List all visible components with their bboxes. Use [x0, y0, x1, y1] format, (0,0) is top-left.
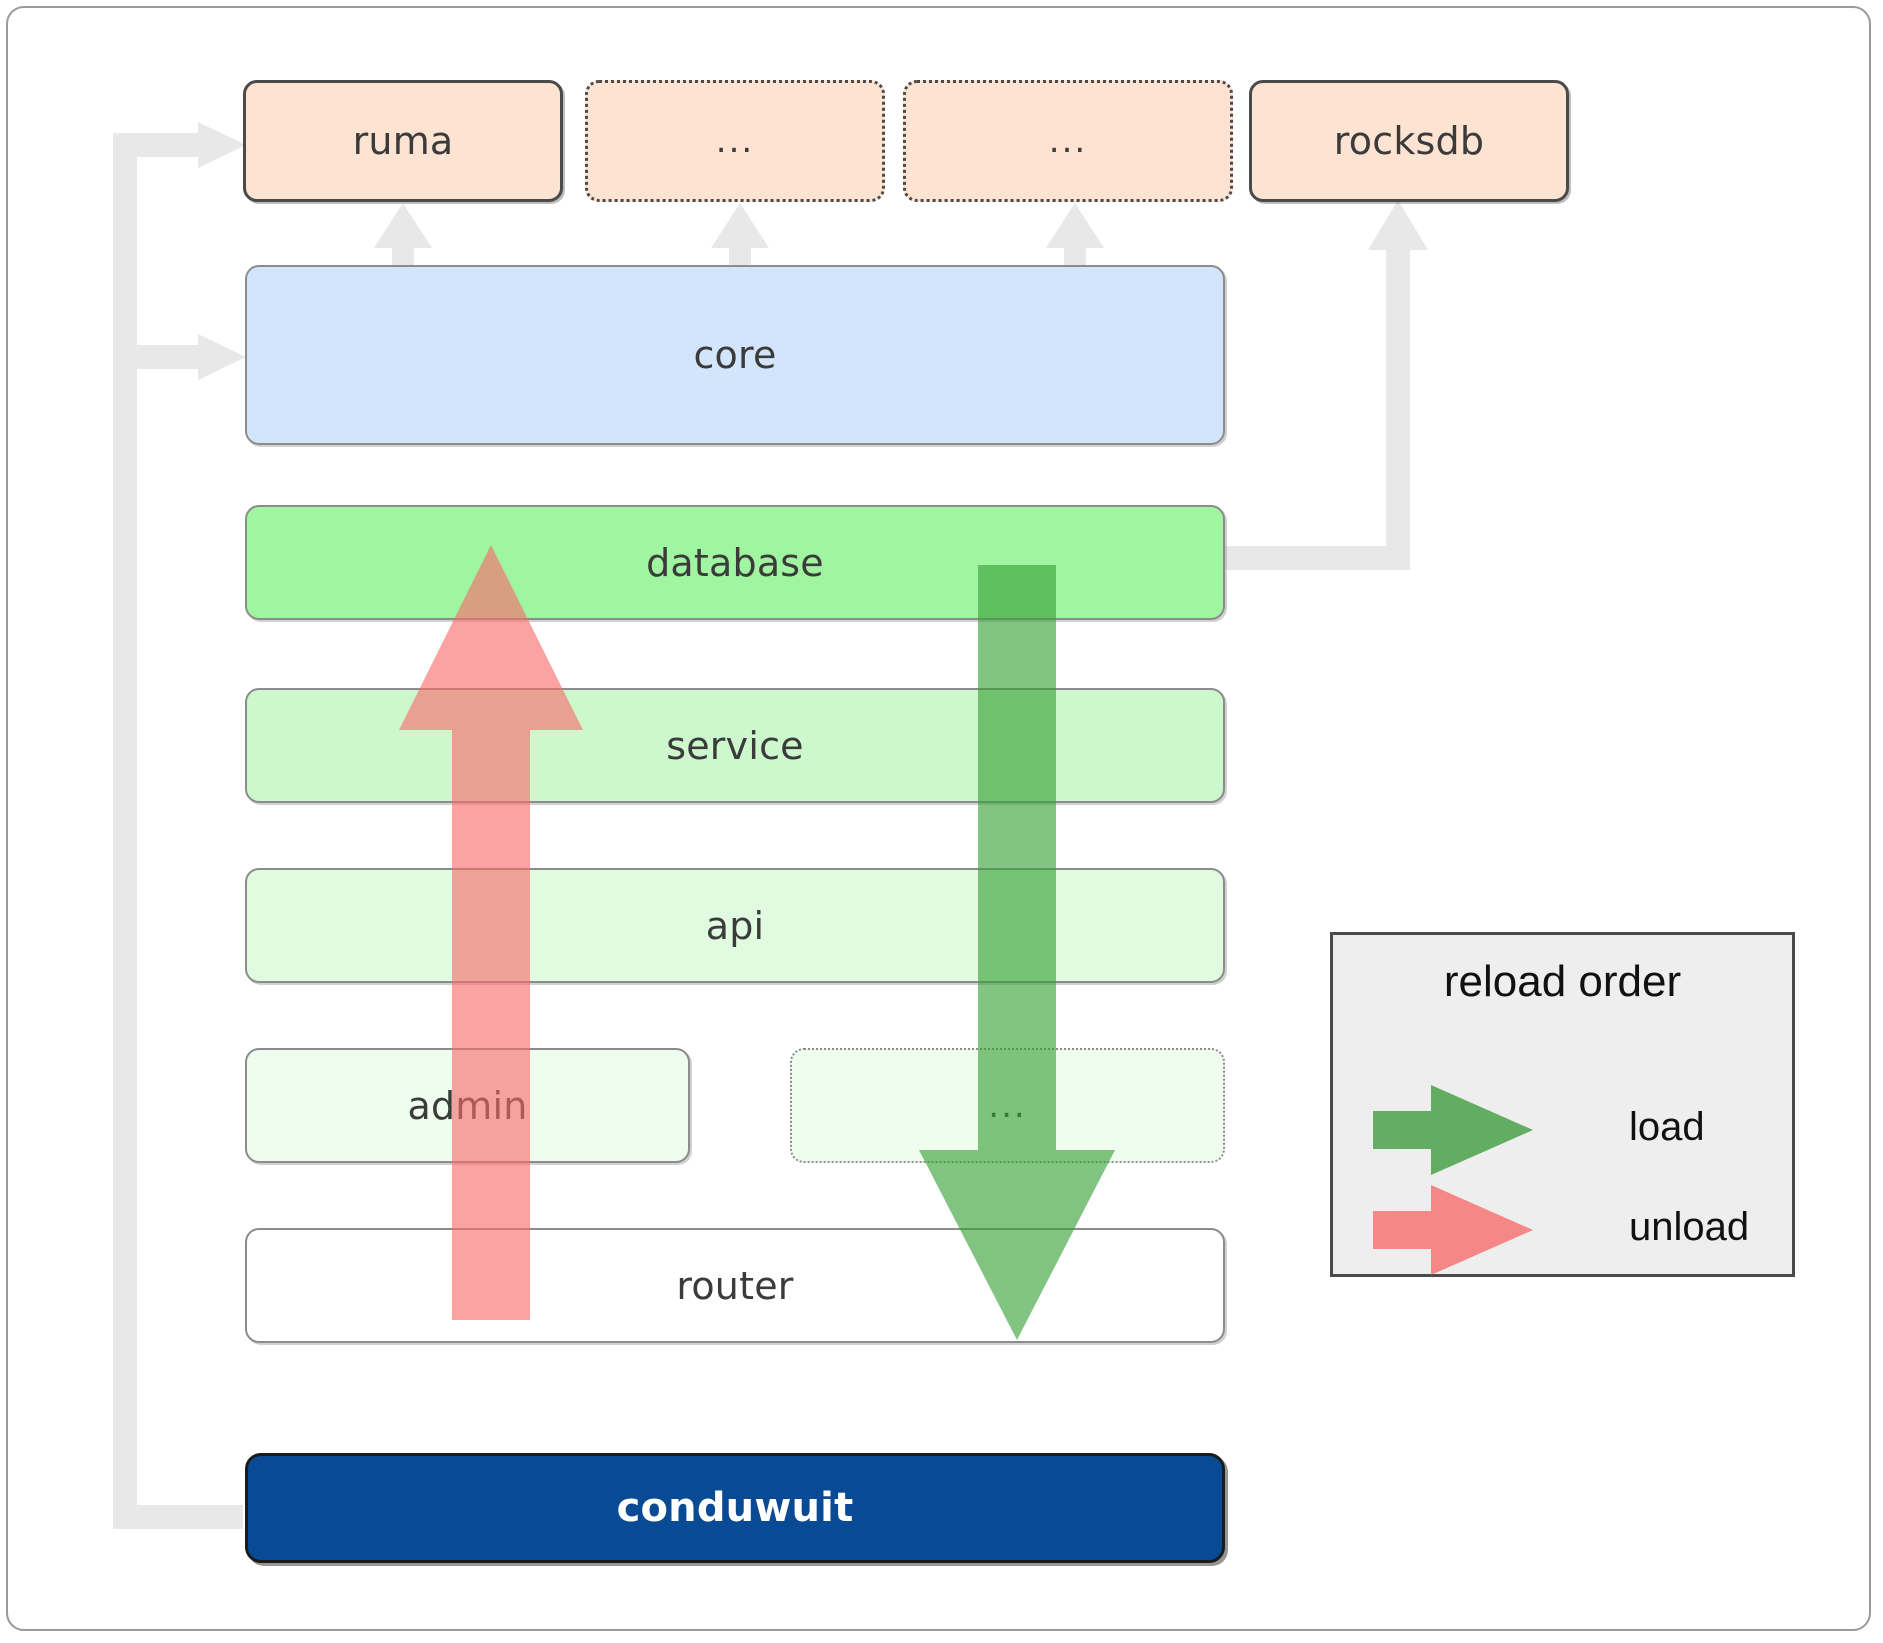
- node-conduwuit[interactable]: conduwuit: [245, 1453, 1225, 1563]
- node-dep-ellipsis-2[interactable]: ...: [903, 80, 1233, 202]
- node-rocksdb-label: rocksdb: [1333, 119, 1485, 163]
- legend-title: reload order: [1443, 957, 1682, 1006]
- node-layer-ellipsis-label: ...: [988, 1085, 1027, 1126]
- legend-label-unload: unload: [1629, 1205, 1750, 1249]
- node-core[interactable]: core: [245, 265, 1225, 445]
- node-service[interactable]: service: [245, 688, 1225, 803]
- node-admin-label: admin: [407, 1083, 528, 1128]
- node-ruma-label: ruma: [352, 119, 454, 163]
- legend-box: reload order load unload: [1330, 932, 1795, 1277]
- legend-load-arrow-icon: [1373, 1085, 1533, 1175]
- node-dep-ellipsis-2-label: ...: [1048, 121, 1088, 161]
- node-core-label: core: [693, 333, 777, 377]
- node-admin[interactable]: admin: [245, 1048, 690, 1163]
- node-database[interactable]: database: [245, 505, 1225, 620]
- legend-label-load: load: [1629, 1105, 1705, 1149]
- node-layer-ellipsis[interactable]: ...: [790, 1048, 1225, 1163]
- legend-unload-arrow-icon: [1373, 1185, 1533, 1275]
- node-service-label: service: [666, 723, 804, 768]
- node-conduwuit-label: conduwuit: [616, 1485, 854, 1531]
- node-router[interactable]: router: [245, 1228, 1225, 1343]
- diagram-frame: [6, 6, 1871, 1631]
- node-ruma[interactable]: ruma: [243, 80, 563, 202]
- node-database-label: database: [646, 540, 824, 585]
- node-dep-ellipsis-1-label: ...: [715, 121, 755, 161]
- node-rocksdb[interactable]: rocksdb: [1249, 80, 1569, 202]
- node-api[interactable]: api: [245, 868, 1225, 983]
- node-api-label: api: [705, 903, 765, 948]
- node-router-label: router: [676, 1263, 794, 1308]
- node-dep-ellipsis-1[interactable]: ...: [585, 80, 885, 202]
